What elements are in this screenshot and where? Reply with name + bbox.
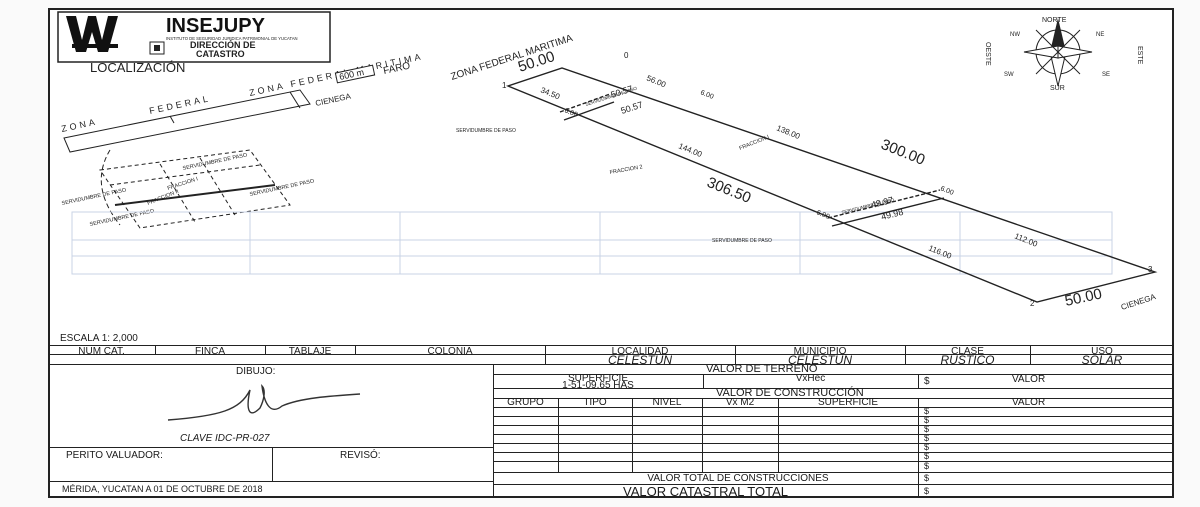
- col-num-cat: NUM CAT.: [78, 346, 125, 357]
- municipio-value: CELESTUN: [787, 353, 852, 367]
- seg-top-right: 56.00: [645, 74, 667, 90]
- uso-value: SOLAR: [1081, 353, 1123, 367]
- compass-rose-icon: [1023, 18, 1093, 87]
- org-subtitle: INSTITUTO DE SEGURIDAD JURIDICA PATRIMON…: [166, 36, 298, 41]
- zona-mid-label: FEDERAL: [148, 93, 211, 116]
- col-clase: CLASE: [951, 346, 984, 357]
- compass-nw: NW: [1010, 32, 1020, 38]
- seg-low-right: 112.00: [1013, 232, 1039, 249]
- servidumbre-label-4: SERVIDUMBRE DE PASO: [89, 208, 155, 228]
- cons-currency-3: $: [924, 424, 930, 434]
- fecha-label: MÉRIDA, YUCATAN A 01 DE OCTUBRE DE 2018: [62, 484, 263, 494]
- perito-label: PERITO VALUADOR:: [66, 450, 163, 461]
- localizacion-title: LOCALIZACIÓN: [90, 60, 185, 75]
- col-municipio: MUNICIPIO: [793, 346, 847, 357]
- faded-overlay-table: [71, 211, 1113, 275]
- mark-6-a: 6.00: [699, 89, 714, 101]
- location-sketch: [63, 89, 311, 229]
- compass-sur: SUR: [1050, 85, 1065, 92]
- valor-construccion-title: VALOR DE CONSTRUCCIÓN: [716, 387, 864, 399]
- mark-6-b: 6.00: [563, 107, 578, 119]
- compass-oeste: OESTE: [984, 42, 991, 66]
- cons-valor-header: VALOR: [1012, 397, 1046, 408]
- terreno-currency: $: [924, 376, 930, 387]
- plano-zona-federal: ZONA FEDERAL MARITIMA: [450, 33, 575, 83]
- cons-currency-5: $: [924, 442, 930, 452]
- vertex-2: 2: [1030, 299, 1035, 308]
- serv-paso-label-2: SERVIDUMBRE DE PASO: [712, 238, 772, 244]
- cons-col-nivel: NIVEL: [652, 397, 682, 408]
- superficie-value: 1-51-09.65 HAS: [562, 380, 634, 391]
- cons-col-tipo: TIPO: [583, 397, 607, 408]
- cienega-location-label: CIENEGA: [315, 92, 353, 108]
- plot-outline: [505, 67, 1158, 303]
- fraccion-i-location: FRACCION I: [167, 176, 200, 192]
- fraccion-2-plano: FRACCION 2: [609, 164, 643, 176]
- total-construcciones-label: VALOR TOTAL DE CONSTRUCCIONES: [647, 473, 829, 484]
- dept-line-2: CATASTRO: [196, 49, 245, 59]
- servidumbre-label-1: SERVIDUMBRE DE PASO: [182, 152, 248, 172]
- zona-left-label: ZONA: [60, 116, 98, 133]
- plano-cienega-label: CIENEGA: [1120, 292, 1158, 312]
- width-b2: 49.98: [880, 207, 904, 222]
- compass-norte: NORTE: [1042, 17, 1067, 24]
- compass-sw: SW: [1004, 72, 1014, 78]
- serv-paso-label-1: SERVIDUMBRE DE PASO: [456, 128, 516, 134]
- seg-short: 34.50: [539, 86, 561, 102]
- compass-se: SE: [1102, 72, 1110, 78]
- cons-currency-2: $: [924, 415, 930, 425]
- terreno-valor: VALOR: [1012, 374, 1046, 385]
- org-name: INSEJUPY: [166, 15, 266, 37]
- vxhec-label: VxHec: [795, 373, 826, 384]
- vertex-3: 3: [1148, 265, 1153, 274]
- compass-este: ESTE: [1136, 46, 1143, 65]
- seg-mid-right: 138.00: [775, 124, 802, 142]
- signature: [167, 384, 361, 421]
- total-construcciones-currency: $: [924, 473, 930, 483]
- insejupy-logo: [57, 11, 331, 63]
- reviso-label: REVISÓ:: [340, 450, 381, 461]
- vertex-0: 0: [624, 51, 629, 60]
- cons-col-superficie: SUPERFICIE: [817, 397, 878, 408]
- cons-col-vxm2: Vx M2: [725, 397, 755, 408]
- distance-box: [334, 64, 376, 84]
- col-finca: FINCA: [195, 346, 225, 357]
- cons-currency-7: $: [924, 461, 930, 471]
- catastro-seal-icon: [149, 41, 165, 55]
- cons-col-grupo: GRUPO: [507, 397, 544, 408]
- col-colonia: COLONIA: [427, 346, 473, 357]
- valor-terreno-title: VALOR DE TERRENO: [706, 363, 818, 375]
- col-uso: USO: [1091, 346, 1113, 357]
- mark-6-c: 6.00: [939, 185, 954, 197]
- cons-currency-6: $: [924, 451, 930, 461]
- total-catastral-label: VALOR CATASTRAL TOTAL: [623, 484, 788, 499]
- clase-value: RUSTICO: [940, 353, 995, 367]
- dept-line-1: DIRECCIÓN DE: [190, 39, 256, 50]
- localidad-value: CELESTUN: [607, 353, 672, 367]
- cons-currency-4: $: [924, 433, 930, 443]
- superficie-label: SUPERFICIE: [567, 373, 628, 384]
- total-catastral-currency: $: [924, 486, 930, 496]
- cons-currency-1: $: [924, 406, 930, 416]
- dibujo-label: DIBUJO:: [236, 366, 276, 377]
- clave-label: CLAVE IDC-PR-027: [180, 433, 270, 444]
- width-a2: 50.57: [620, 99, 645, 115]
- bottom-width-label: 50.00: [1063, 285, 1103, 309]
- vertex-1: 1: [502, 81, 507, 90]
- fraccion-1-plano: FRACCION I: [739, 134, 771, 152]
- col-localidad: LOCALIDAD: [611, 346, 669, 357]
- compass-ne: NE: [1096, 32, 1104, 38]
- escala-label: ESCALA 1: 2,000: [60, 333, 138, 344]
- long-side-left: 306.50: [705, 174, 754, 207]
- col-tablaje: TABLAJE: [288, 346, 332, 357]
- mark-6-d: 6.00: [815, 209, 830, 221]
- long-side-right: 300.00: [879, 136, 928, 169]
